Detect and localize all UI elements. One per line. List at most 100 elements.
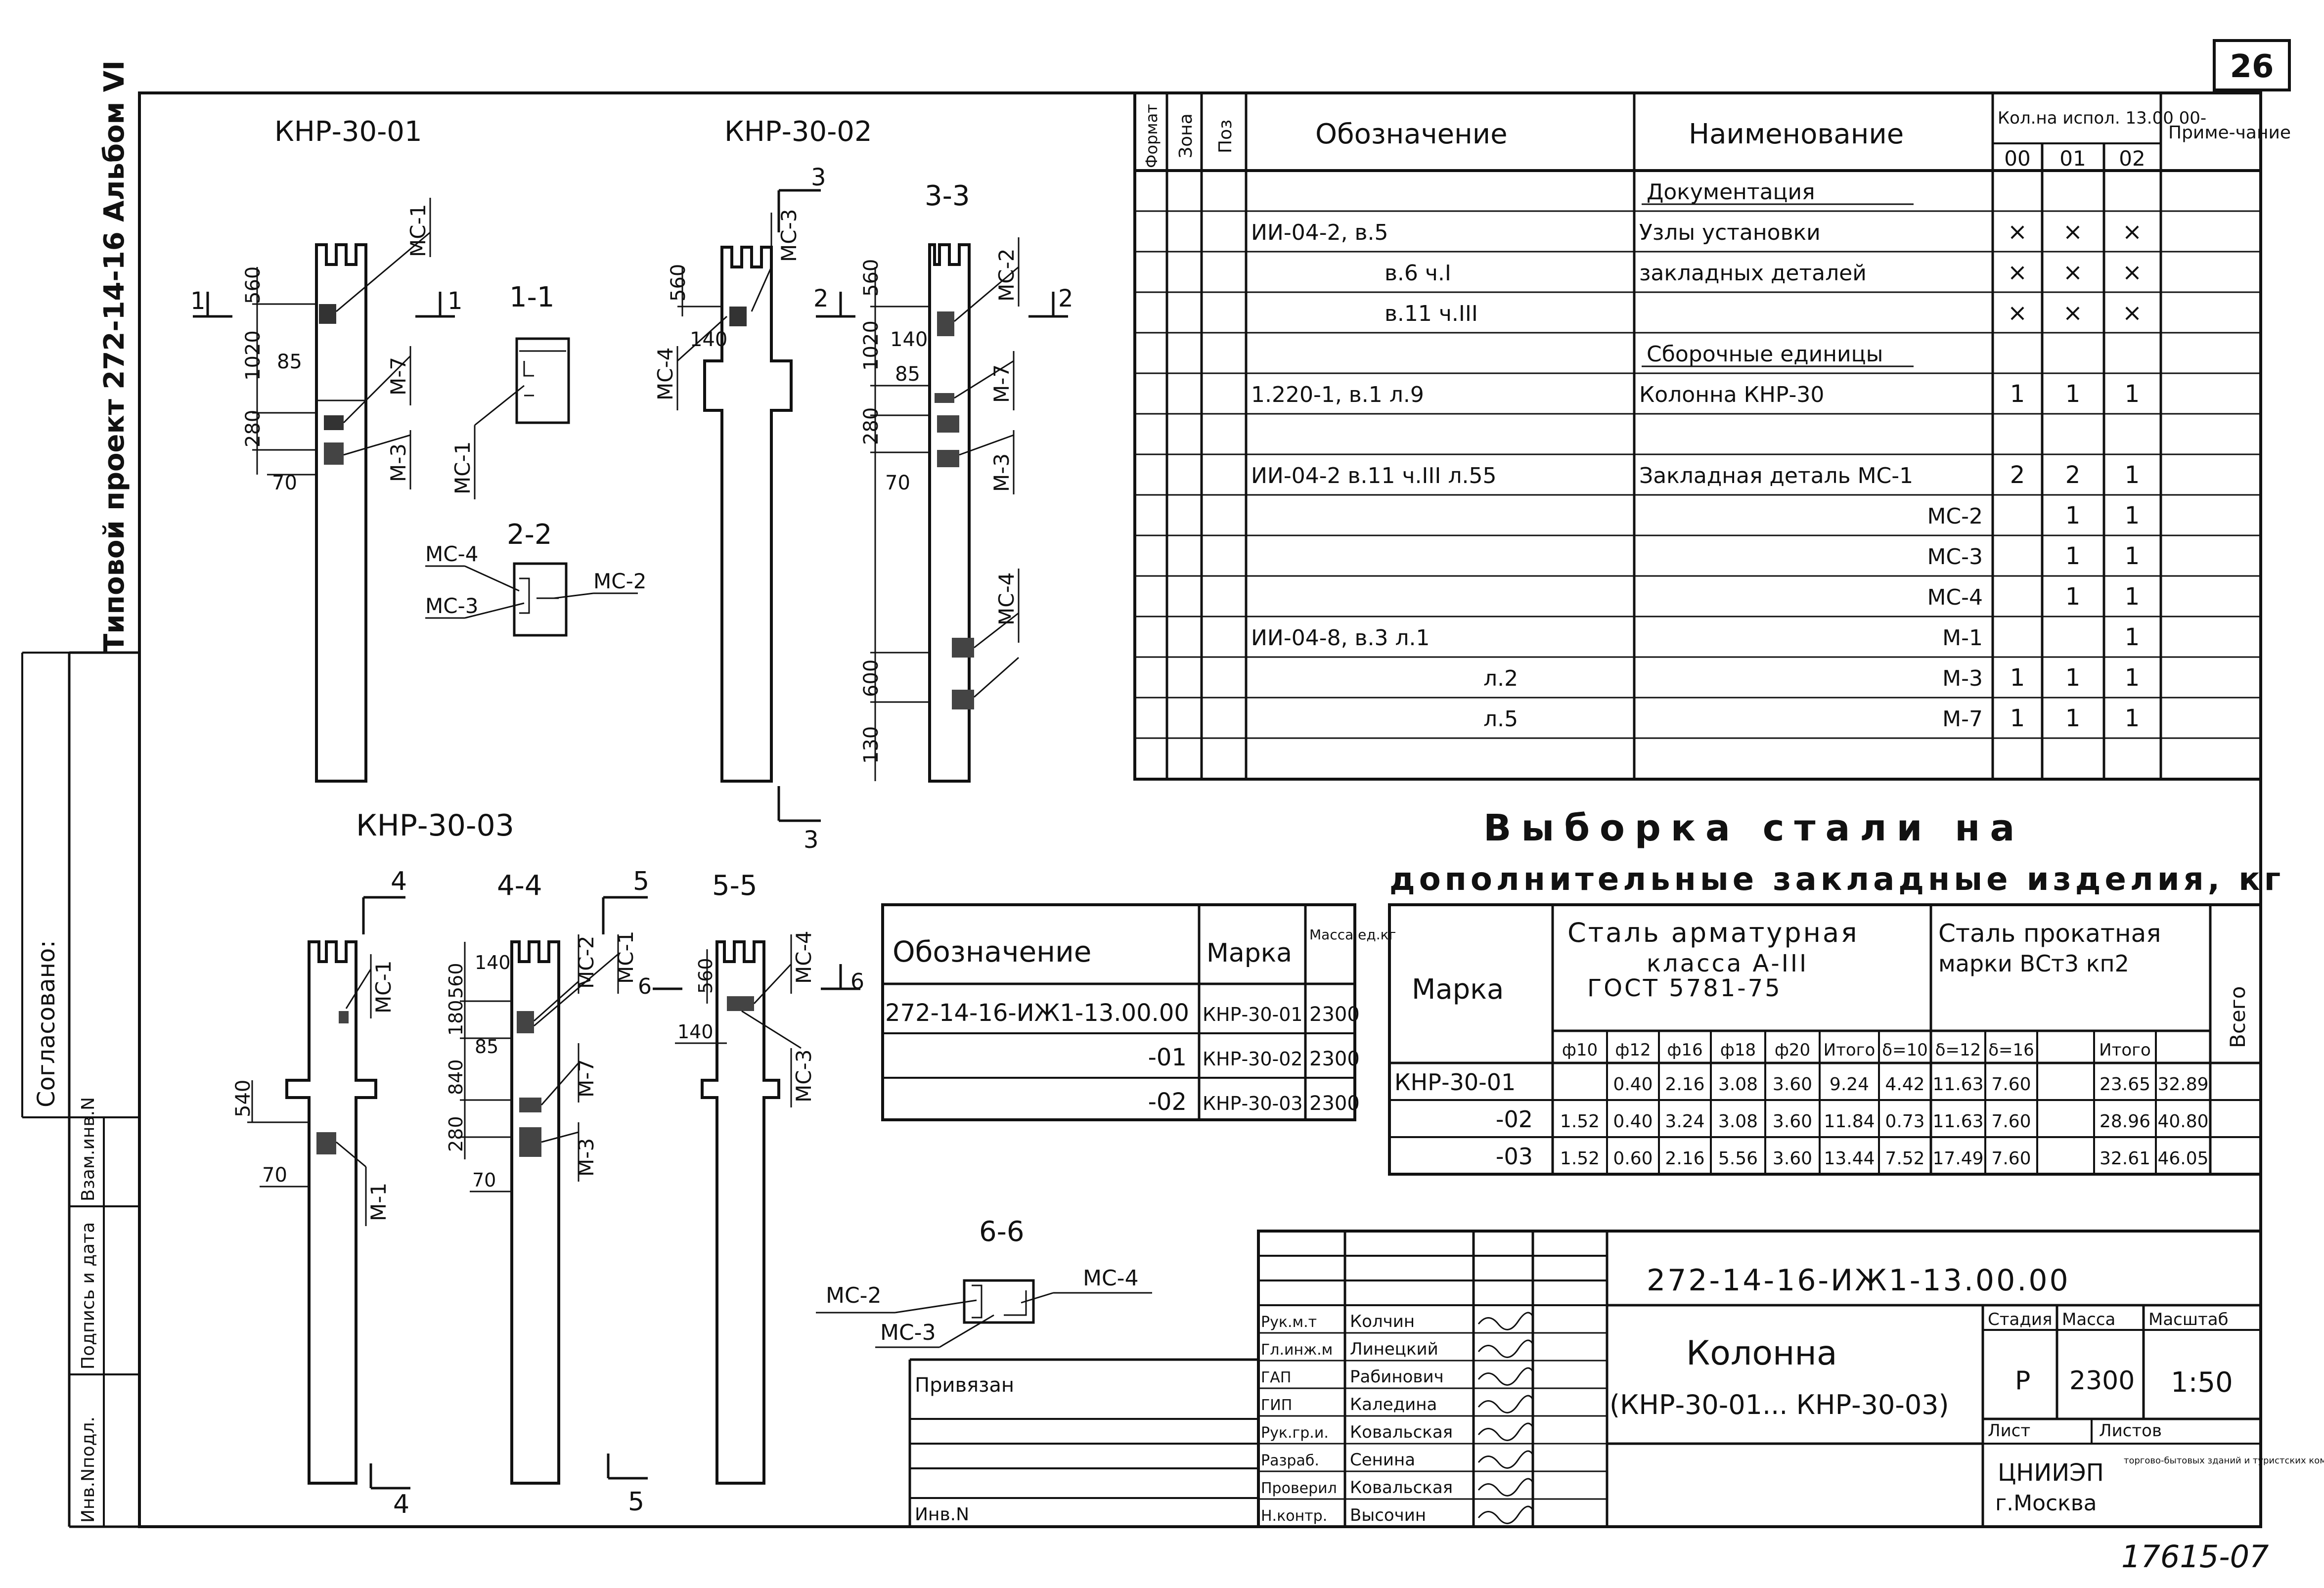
steel-cell: 13.44 — [1824, 1148, 1875, 1169]
mc4-plate-55 — [727, 996, 754, 1011]
dim-280-44: 280 — [445, 1116, 467, 1152]
m3-plate-33b — [937, 450, 959, 467]
mass-r0-mark: КНР-30-01 — [1203, 1004, 1303, 1025]
mass-r2-mass: 2300 — [1309, 1092, 1360, 1115]
section-1-1-detail — [519, 350, 566, 397]
label-mc2-66: МС-2 — [826, 1283, 882, 1308]
spec-qty-cell: × — [2122, 299, 2142, 327]
spec-qty-cell: 1 — [2010, 664, 2025, 692]
label-mc2-sec22: МС-2 — [593, 569, 646, 593]
steel-h-roll2: марки ВСт3 кп2 — [1938, 950, 2129, 977]
spec-row-designation: в.11 ч.III — [1385, 301, 1478, 326]
leader-mc3-55 — [741, 1010, 802, 1049]
section-3-3: 3-3 560 140 1020 85 280 70 600 130 2 2 М… — [813, 180, 1073, 783]
dim-560-02: 560 — [667, 264, 690, 302]
spec-row-designation: в.6 ч.I — [1385, 261, 1451, 286]
margin-box-repl: Взам.инв.N — [78, 1097, 98, 1201]
leader-mc3-sec22 — [464, 602, 525, 619]
tb-person: Сенина — [1350, 1450, 1415, 1470]
m1-plate-33 — [952, 690, 974, 709]
spec-qty-cell: 1 — [2125, 461, 2140, 489]
mc1-plate-02 — [729, 307, 747, 326]
label-mc2-33: МС-2 — [994, 249, 1019, 302]
leader-m7 — [343, 355, 411, 424]
dim-70-01: 70 — [272, 472, 297, 494]
mass-frame — [881, 903, 1356, 1121]
label-mc2-44: МС-2 — [574, 936, 598, 989]
tb-mass-h: Масса — [2062, 1310, 2115, 1329]
sheet-number-box — [2213, 39, 2291, 91]
label-m3-01: М-3 — [386, 443, 410, 482]
leader-mc2-sec22 — [553, 592, 594, 599]
spec-row-name: МС-2 — [1927, 504, 1983, 529]
spec-h-pos: Поз — [1215, 120, 1236, 153]
m7-plate-44 — [519, 1098, 541, 1112]
column-outline-knr01 — [315, 243, 367, 783]
leader-mc3-66 — [939, 1314, 994, 1348]
signature-scribble — [1477, 1339, 1534, 1358]
spec-qty-cell: 1 — [2125, 623, 2140, 651]
spec-qty-cell: × — [2063, 218, 2083, 246]
tb-tied: Привязан — [915, 1374, 1014, 1397]
steel-cell: 2.16 — [1665, 1074, 1704, 1095]
label-mc1-01: МС-1 — [406, 204, 430, 257]
label-m7-44: М-7 — [574, 1059, 598, 1098]
steel-cell: 7.60 — [1991, 1148, 2031, 1169]
leader-mc1-44 — [534, 953, 619, 1027]
spec-qty-cell: 1 — [2065, 542, 2081, 570]
cut-label-1-right: 1 — [447, 287, 463, 315]
tb-name2: (КНР-30-01... КНР-30-03) — [1609, 1389, 1949, 1420]
dim-70-44: 70 — [472, 1169, 496, 1191]
spec-qty-cell: 1 — [2125, 502, 2140, 529]
steel-cell: 40.80 — [2157, 1111, 2208, 1132]
steel-cell: 46.05 — [2157, 1148, 2208, 1169]
mass-r0-mass: 2300 — [1309, 1003, 1360, 1026]
steel-cell: 1.52 — [1560, 1111, 1600, 1132]
dim-70-03: 70 — [262, 1164, 287, 1187]
tb-person: Рабинович — [1350, 1367, 1444, 1387]
steel-cell: 7.60 — [1991, 1111, 2031, 1132]
spec-row-designation: л.5 — [1483, 706, 1518, 732]
steel-title-1: Выборка стали на — [1483, 807, 2024, 849]
steel-h-total: Всего — [2226, 986, 2250, 1048]
cut-label-4-top: 4 — [391, 867, 407, 896]
m7-plate-33 — [935, 393, 954, 403]
label-m3-44: М-3 — [574, 1138, 598, 1177]
spec-qty-cell: 2 — [2065, 461, 2081, 489]
signature-scribble — [1477, 1478, 1534, 1497]
dim-560-33: 560 — [860, 259, 883, 297]
label-mc3-02: МС-3 — [777, 209, 801, 262]
label-m7-33: М-7 — [989, 364, 1014, 403]
label-mc3-sec22: МС-3 — [425, 594, 478, 618]
spec-qty-cell: 1 — [2010, 705, 2025, 732]
leader-m7-44 — [540, 1062, 580, 1105]
tb-role: ГИП — [1261, 1397, 1292, 1414]
steel-cell: 0.73 — [1885, 1111, 1924, 1132]
section-title-6-6: 6-6 — [979, 1216, 1024, 1248]
dim-280-01: 280 — [242, 410, 265, 447]
tb-role: Рук.гр.и. — [1261, 1424, 1329, 1442]
dim-840-44: 840 — [445, 1059, 467, 1095]
spec-row-name: МС-4 — [1927, 585, 1983, 610]
spec-qty-cell: × — [2008, 259, 2027, 286]
section-6-6-detail — [972, 1284, 1027, 1319]
signature-scribble — [1477, 1395, 1534, 1413]
mass-r0-des: 272-14-16-ИЖ1-13.00.00 — [885, 999, 1189, 1027]
steel-subheader: δ=12 — [1935, 1040, 1981, 1060]
spec-h-zone: Зона — [1176, 113, 1196, 158]
section-4-4: 4-4 560 140 180 85 840 280 70 МС-2 М-7 М… — [445, 867, 682, 1517]
steel-cell: 3.60 — [1773, 1074, 1812, 1095]
spec-row-name: Закладная деталь МС-1 — [1639, 463, 1913, 488]
mass-r1-mass: 2300 — [1309, 1048, 1360, 1070]
label-m7-01: М-7 — [386, 357, 410, 396]
label-mc3-55: МС-3 — [792, 1050, 816, 1103]
spec-row-name: МС-3 — [1927, 544, 1983, 570]
tb-mass: 2300 — [2069, 1366, 2135, 1396]
section-title-3-3: 3-3 — [925, 180, 970, 212]
tb-role: Гл.инж.м — [1261, 1341, 1333, 1359]
label-mc3-66: МС-3 — [880, 1320, 936, 1345]
m3-plate-01 — [324, 442, 344, 465]
cut-label-6-left: 6 — [638, 974, 652, 999]
tb-role: Н.контр. — [1261, 1507, 1327, 1525]
cut-label-3-top: 3 — [811, 164, 826, 191]
